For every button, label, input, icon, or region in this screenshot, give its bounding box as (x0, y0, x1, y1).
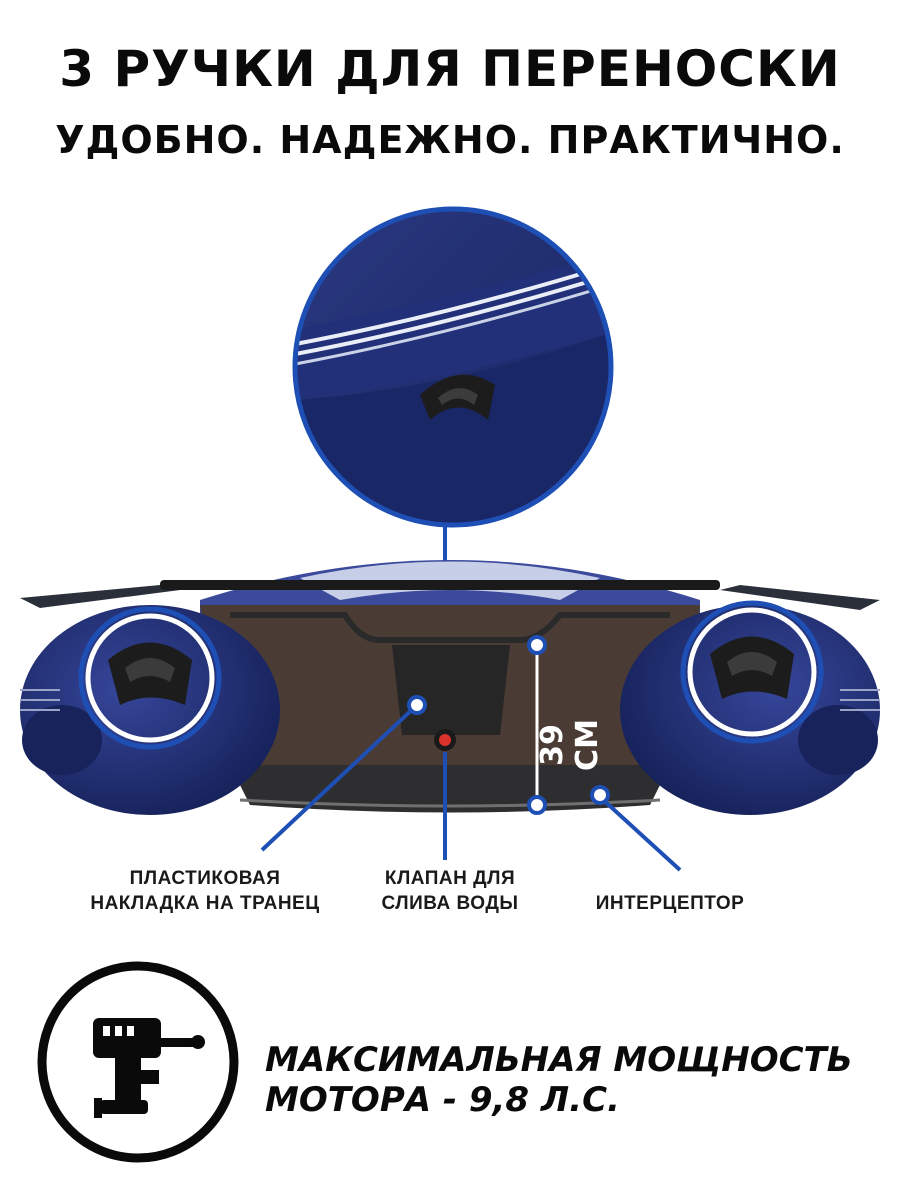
drain-valve-dot (439, 734, 451, 746)
headline-title: 3 РУЧКИ ДЛЯ ПЕРЕНОСКИ (59, 40, 841, 98)
callout-interceptor: ИНТЕРЦЕПТОР (595, 893, 745, 914)
transom-pad-marker (407, 695, 427, 715)
height-label: 39 СМ (535, 719, 605, 771)
height-marker (527, 635, 547, 815)
boat-rear-view (20, 560, 880, 815)
callout-drain-valve: КЛАПАН ДЛЯ СЛИВА ВОДЫ (381, 868, 519, 914)
outboard-motor-icon (37, 961, 239, 1163)
motor-power-line2: МОТОРА - 9,8 Л.С. (265, 1080, 620, 1120)
motor-power-line1: МАКСИМАЛЬНАЯ МОЩНОСТЬ (265, 1040, 853, 1080)
interceptor-marker (590, 785, 610, 805)
transom-pad (392, 645, 510, 735)
handle-zoom-circle (292, 206, 614, 575)
callout-transom-pad: ПЛАСТИКОВАЯ НАКЛАДКА НА ТРАНЕЦ (90, 868, 320, 914)
motor-power-text: МАКСИМАЛЬНАЯ МОЩНОСТЬ МОТОРА - 9,8 Л.С. (265, 1040, 885, 1120)
headline-subtitle: УДОБНО. НАДЕЖНО. ПРАКТИЧНО. (55, 118, 845, 162)
callout-leaders (260, 703, 682, 872)
